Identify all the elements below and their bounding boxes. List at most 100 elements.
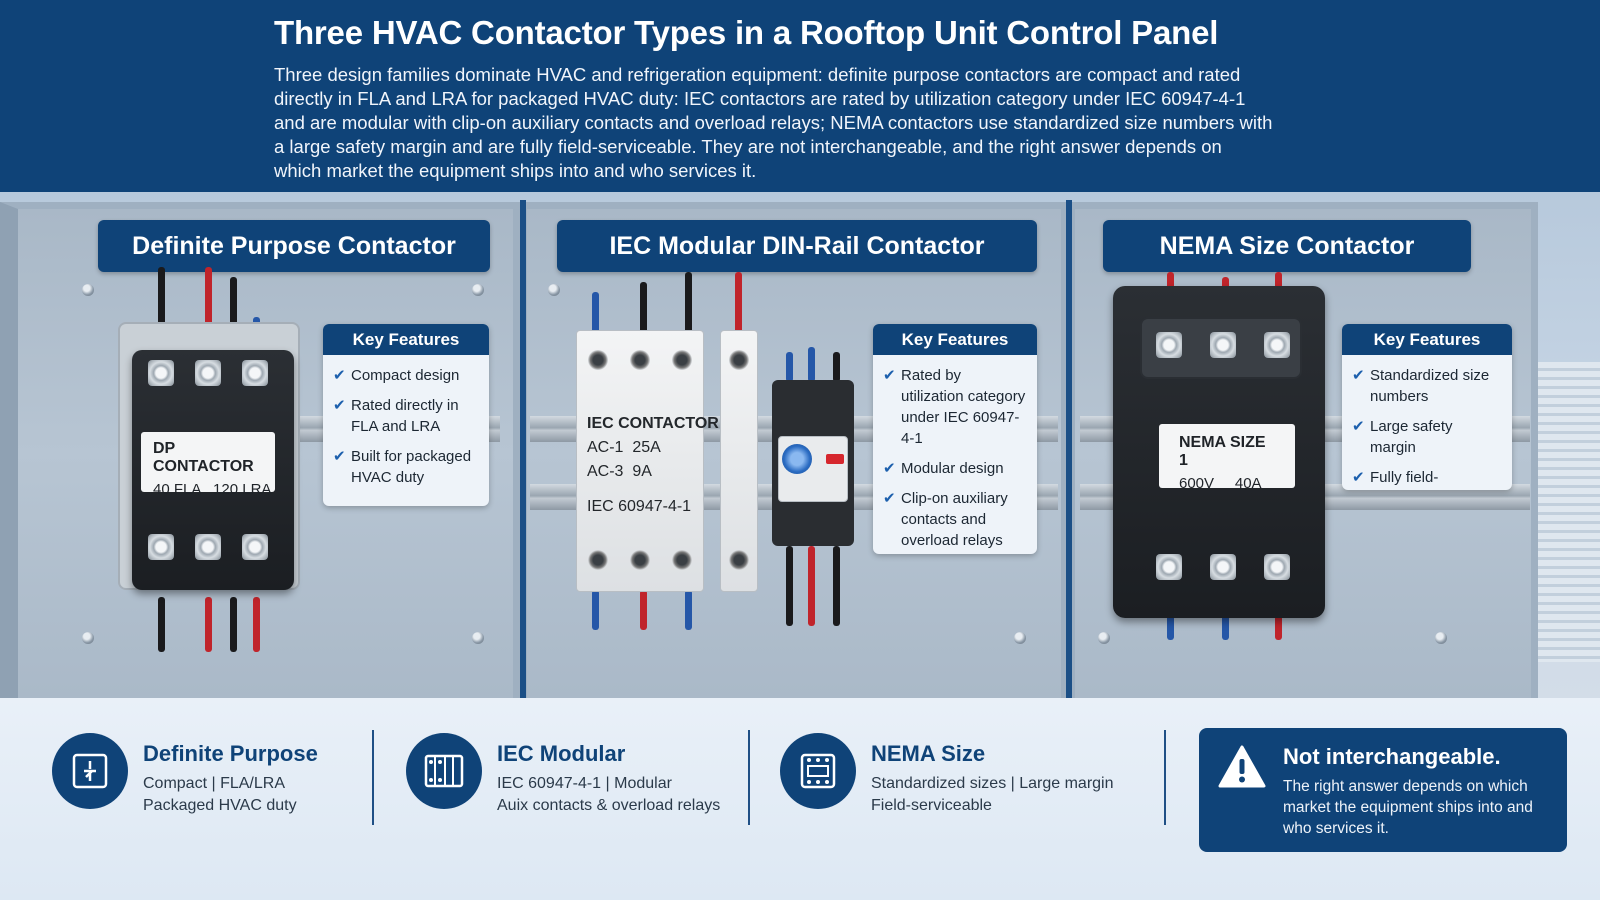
panel-title-iec-modular: IEC Modular DIN-Rail Contactor — [557, 220, 1037, 272]
callout-title: Not interchangeable. — [1283, 744, 1501, 769]
page-description: Three design families dominate HVAC and … — [274, 64, 1273, 181]
screw — [82, 632, 94, 644]
summary-line: IEC 60947-4-1 | Modular — [497, 775, 672, 792]
terminal-screw — [588, 550, 608, 570]
dp-contactor-label: DP CONTACTOR 40 FLA 120 LRA — [141, 432, 275, 498]
summary-line: Standardized sizes | Large margin — [871, 775, 1114, 792]
reset-button-icon — [826, 454, 844, 464]
auxiliary-contact-block — [720, 330, 758, 592]
nema-label-line2: 600V 40A — [1179, 475, 1262, 492]
feature-item: ✔Modular design — [883, 460, 1004, 477]
terminal-screw — [148, 534, 174, 560]
terminal-screw — [1210, 554, 1236, 580]
nema-contactor-label: NEMA SIZE 1 600V 40A — [1159, 424, 1295, 492]
key-features-iec-modular: Key Features ✔Rated by utilization categ… — [873, 324, 1037, 554]
wire — [158, 597, 165, 652]
key-features-nema: Key Features ✔Standardized size numbers … — [1342, 324, 1512, 490]
wire — [230, 277, 237, 337]
key-features-heading: Key Features — [1342, 324, 1512, 355]
summary-title: NEMA Size — [871, 741, 986, 766]
feature-item: ✔Fully field-serviceable — [1352, 467, 1502, 490]
check-icon: ✔ — [1352, 469, 1365, 486]
wire — [230, 597, 237, 652]
wire — [786, 352, 793, 382]
feature-item: ✔Standardized size numbers — [1352, 367, 1490, 405]
check-icon: ✔ — [333, 397, 346, 414]
terminal-screw — [729, 550, 749, 570]
summary-line: Auix contacts & overload relays — [497, 797, 721, 814]
wire — [808, 347, 815, 382]
check-icon: ✔ — [1352, 418, 1365, 435]
check-icon: ✔ — [333, 448, 346, 465]
screw — [82, 284, 94, 296]
wire — [205, 597, 212, 652]
page-title: Three HVAC Contactor Types in a Rooftop … — [274, 14, 1219, 51]
summary-strip: Definite Purpose Compact | FLA/LRA Packa… — [0, 698, 1600, 900]
key-features-definite-purpose: Key Features ✔Compact design ✔Rated dire… — [323, 324, 489, 506]
dp-label-line1: DP CONTACTOR — [153, 440, 254, 475]
terminal-screw — [729, 350, 749, 370]
terminal-screw — [630, 550, 650, 570]
check-icon: ✔ — [883, 367, 896, 384]
screw — [1098, 632, 1110, 644]
terminal-screw — [672, 350, 692, 370]
summary-nema: NEMA Size Standardized sizes | Large mar… — [780, 733, 1130, 823]
terminal-screw — [242, 360, 268, 386]
wire — [592, 292, 599, 337]
terminal-screw — [1264, 332, 1290, 358]
summary-line: Packaged HVAC duty — [143, 797, 297, 814]
terminal-screw — [242, 534, 268, 560]
summary-line: Field-serviceable — [871, 797, 992, 814]
nema-contactor-icon — [780, 733, 856, 809]
control-panel-photo: Definite Purpose Contactor DP CONTACTOR … — [0, 192, 1600, 698]
panel-title-nema: NEMA Size Contactor — [1103, 220, 1471, 272]
warning-icon — [1217, 744, 1267, 795]
wire — [205, 267, 212, 337]
feature-item: ✔Rated by utilization category under IEC… — [883, 367, 1026, 447]
wire — [158, 267, 165, 337]
feature-item: ✔Large safety margin — [1352, 418, 1453, 456]
terminal-screw — [588, 350, 608, 370]
feature-item: ✔Rated directly in FLA and LRA — [333, 397, 459, 435]
check-icon: ✔ — [1352, 367, 1365, 384]
key-features-heading: Key Features — [323, 324, 489, 355]
summary-title: IEC Modular — [497, 741, 626, 766]
screw — [548, 284, 560, 296]
enclosure-divider — [520, 200, 526, 698]
wire — [808, 546, 815, 626]
iec-standard-label: IEC 60947-4-1 — [587, 498, 692, 515]
separator — [372, 730, 374, 825]
terminal-screw — [195, 534, 221, 560]
summary-iec-modular: IEC Modular IEC 60947-4-1 | Modular Auix… — [406, 733, 736, 823]
wire — [786, 546, 793, 626]
terminal-screw — [195, 360, 221, 386]
callout-body: The right answer depends on which market… — [1283, 778, 1533, 837]
screw — [472, 284, 484, 296]
dp-label-line2: 40 FLA 120 LRA — [153, 481, 272, 498]
wire — [640, 590, 647, 630]
wire — [685, 590, 692, 630]
summary-line: Compact | FLA/LRA — [143, 775, 285, 792]
terminal-screw — [1156, 332, 1182, 358]
terminal-screw — [672, 550, 692, 570]
terminal-screw — [1264, 554, 1290, 580]
terminal-screw — [148, 360, 174, 386]
wire — [833, 546, 840, 626]
separator — [1164, 730, 1166, 825]
enclosure-divider — [1066, 200, 1072, 698]
separator — [748, 730, 750, 825]
check-icon: ✔ — [883, 460, 896, 477]
dp-contactor-icon — [52, 733, 128, 809]
wire — [735, 272, 742, 337]
screw — [1435, 632, 1447, 644]
summary-definite-purpose: Definite Purpose Compact | FLA/LRA Packa… — [52, 733, 352, 823]
check-icon: ✔ — [883, 490, 896, 507]
wire — [640, 282, 647, 337]
nema-label-line1: NEMA SIZE 1 — [1179, 434, 1266, 469]
screw — [472, 632, 484, 644]
terminal-screw — [630, 350, 650, 370]
key-features-heading: Key Features — [873, 324, 1037, 355]
panel-title-definite-purpose: Definite Purpose Contactor — [98, 220, 490, 272]
iec-contactor — [576, 330, 704, 592]
terminal-screw — [1210, 332, 1236, 358]
